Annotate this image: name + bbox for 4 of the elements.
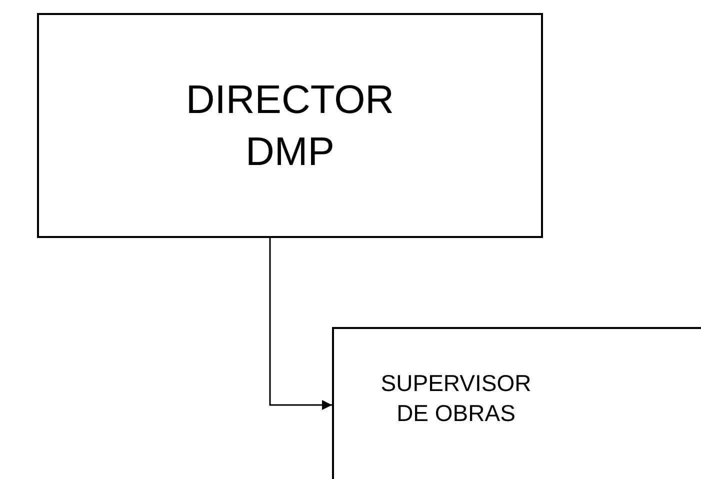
box-title: SUPERVISOR DE OBRAS: [380, 369, 532, 428]
org-box: [37, 13, 543, 238]
connector-arrow: [269, 238, 332, 410]
box-title: DIRECTOR DMP: [184, 76, 396, 176]
